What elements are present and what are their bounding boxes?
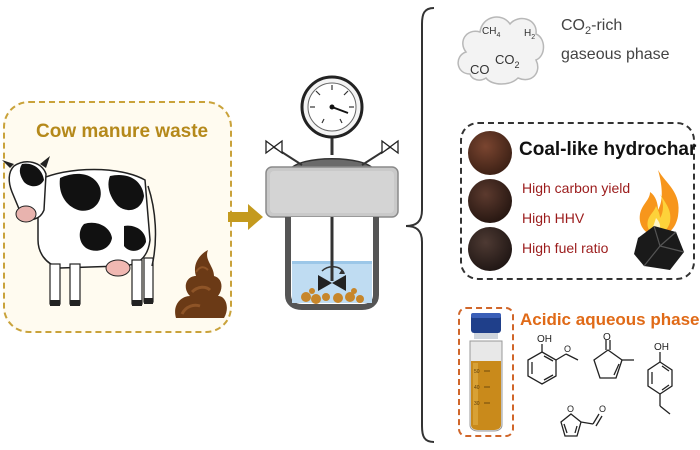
gas-label-prefix: CO (561, 17, 585, 34)
hydrochar-property: High HHV (522, 210, 585, 226)
hydrochar-samples-icon (468, 131, 512, 271)
hydrothermal-reactor (265, 75, 399, 310)
hydrochar-title: Coal-like hydrochar (519, 139, 697, 160)
manure-pile-icon (175, 250, 227, 318)
svg-text:OH: OH (654, 342, 669, 353)
svg-text:CH4: CH4 (482, 26, 500, 39)
hydrochar-property: High carbon yield (522, 180, 631, 196)
cow-manure-title: Cow manure waste (36, 121, 209, 142)
svg-text:CO2: CO2 (495, 52, 520, 70)
cow-illustration (2, 156, 157, 306)
cresol-molecule-icon: OH (647, 342, 673, 415)
gas-label-suffix: -rich (591, 17, 623, 34)
gas-cloud-icon: CH4 H2 CO CO2 (457, 16, 545, 85)
burning-coal-icon (634, 170, 685, 270)
svg-text:OH: OH (537, 334, 552, 345)
gas-phase-label: CO2-rich gaseous phase (561, 14, 670, 67)
aqueous-phase-title: Acidic aqueous phase (520, 310, 700, 329)
vial-mark: 30 (474, 401, 480, 407)
phenolic-molecule-icon: OH O (527, 334, 579, 385)
svg-text:H2: H2 (524, 28, 535, 41)
vial-box (458, 307, 514, 437)
svg-text:O: O (567, 404, 574, 414)
furfural-molecule-icon: O O (560, 404, 606, 437)
process-arrow (228, 204, 263, 230)
product-brace (405, 7, 435, 443)
gas-label-sub: 2 (585, 25, 592, 38)
gas-label-line2: gaseous phase (561, 46, 670, 64)
hydrochar-property: High fuel ratio (522, 240, 609, 256)
svg-text:O: O (603, 332, 611, 343)
svg-text:O: O (599, 404, 606, 414)
amber-vial-icon: 50 40 30 (469, 313, 503, 432)
svg-text:CO: CO (470, 62, 490, 77)
vial-mark: 40 (474, 385, 480, 391)
vial-mark: 50 (474, 369, 480, 375)
cyclopentenone-molecule-icon: O (593, 332, 634, 379)
svg-text:O: O (564, 344, 571, 354)
